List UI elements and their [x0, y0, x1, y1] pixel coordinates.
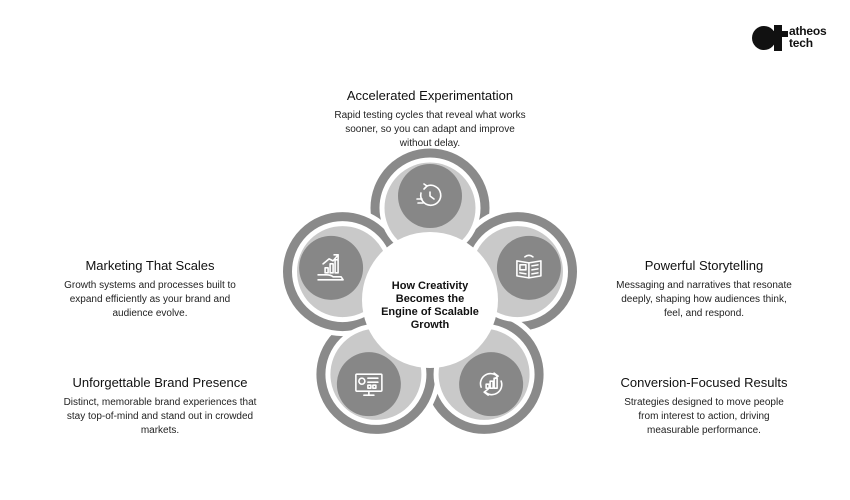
segment-disc-conversion-focused-results [459, 352, 524, 417]
segment-disc-unforgettable-brand-presence [336, 352, 401, 417]
segment-title: Accelerated Experimentation [346, 88, 514, 103]
center-hub [362, 232, 498, 368]
segment-title: Conversion-Focused Results [620, 375, 788, 390]
brand-name-line2: tech [789, 36, 813, 50]
segment-description: Rapid testing cycles that reveal what wo… [334, 110, 526, 149]
segment-description: Distinct, memorable brand experiences th… [63, 397, 257, 436]
brand-name-line1: atheos [789, 24, 827, 38]
segment-label-conversion-focused-results: Conversion-Focused Results Strategies de… [604, 375, 804, 438]
segment-icon-discs [299, 164, 561, 417]
logo-mark-icon [752, 25, 788, 51]
segment-label-accelerated-experimentation: Accelerated Experimentation Rapid testin… [310, 88, 550, 151]
segment-title: Unforgettable Brand Presence [72, 375, 248, 390]
stopwatch-icon [416, 183, 442, 207]
segment-label-marketing-that-scales: Marketing That Scales Growth systems and… [50, 258, 250, 321]
segment-title: Marketing That Scales [85, 258, 215, 273]
segment-label-unforgettable-brand-presence: Unforgettable Brand Presence Distinct, m… [50, 375, 270, 438]
segment-description: Growth systems and processes built to ex… [64, 280, 236, 319]
segment-label-powerful-storytelling: Powerful Storytelling Messaging and narr… [604, 258, 804, 321]
segment-title: Powerful Storytelling [644, 258, 764, 273]
growth-cycle-icon [479, 372, 503, 396]
center-title: How Creativity Becomes the Engine of Sca… [381, 280, 479, 331]
segment-description: Messaging and narratives that resonate d… [616, 280, 792, 319]
book-icon [516, 254, 542, 279]
segment-description: Strategies designed to move people from … [624, 397, 784, 436]
segment-disc-marketing-that-scales [299, 235, 364, 300]
dashboard-monitor-icon [355, 373, 383, 396]
hand-growth-icon [317, 254, 344, 281]
